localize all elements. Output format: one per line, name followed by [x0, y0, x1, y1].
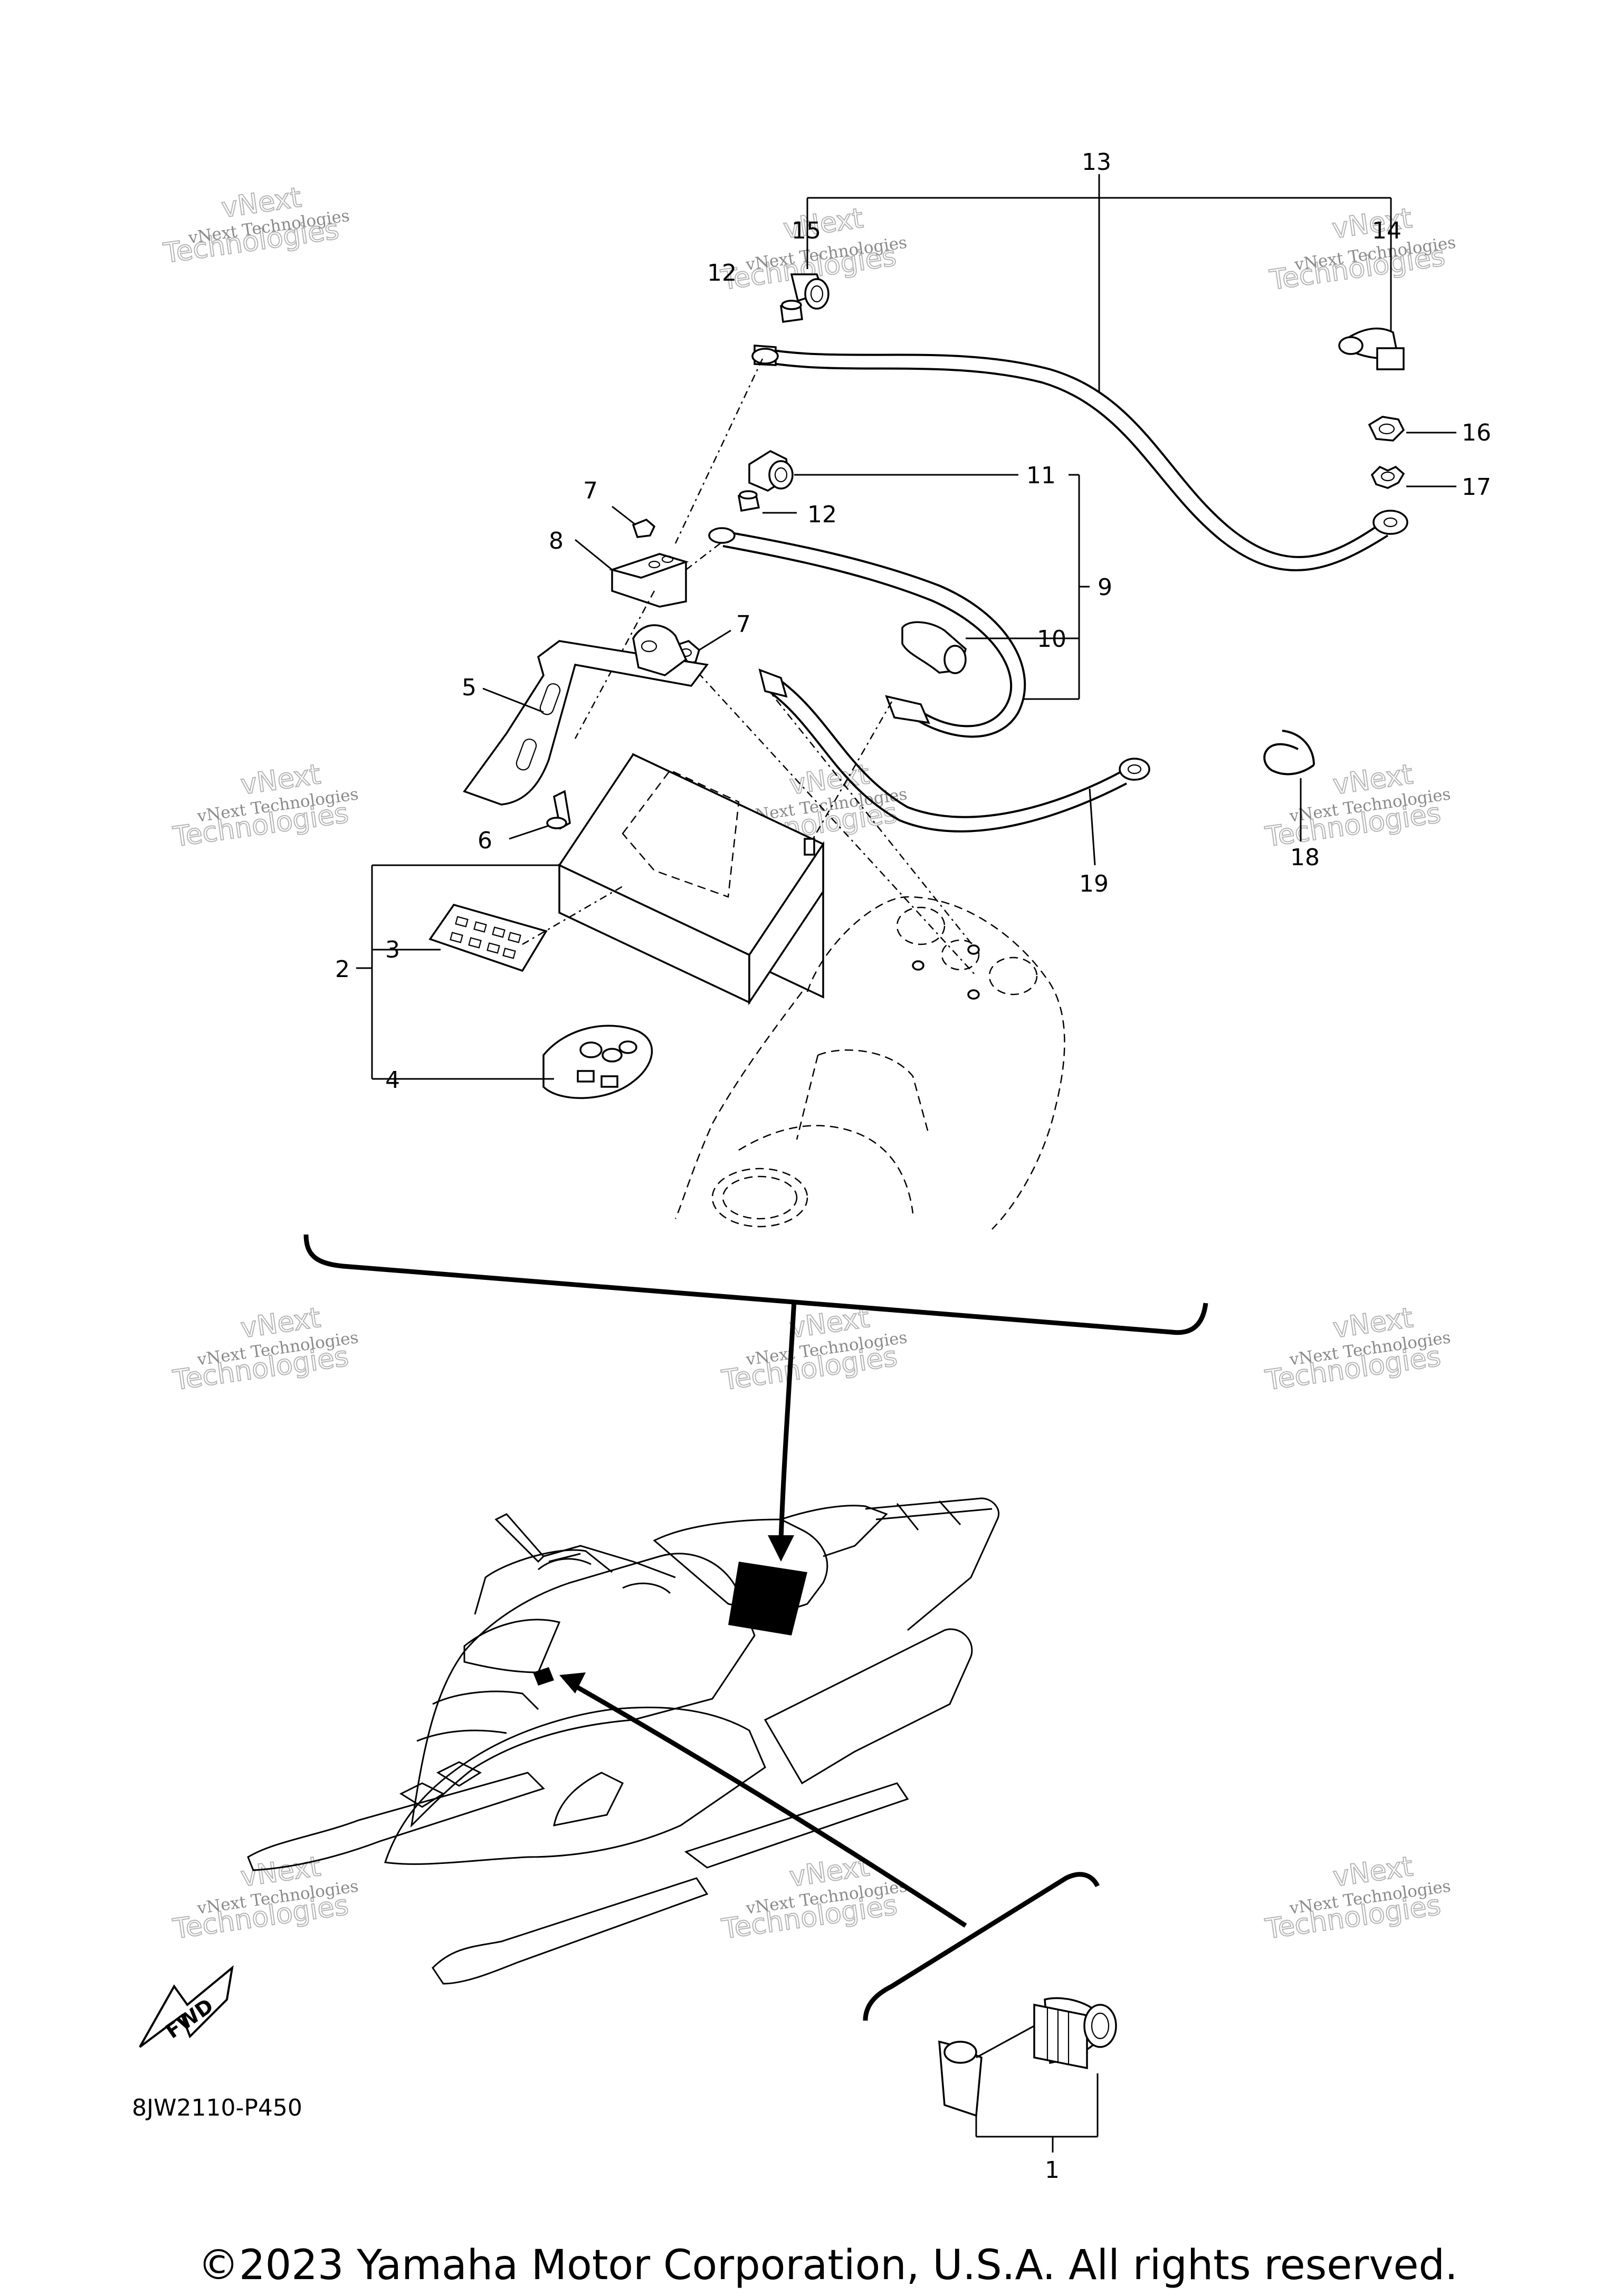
terminal-cap-15	[790, 248, 829, 310]
callout-8: 8	[549, 528, 564, 554]
callout-18: 18	[1290, 844, 1320, 871]
starter-relay-8	[575, 539, 689, 608]
fwd-arrow: FWD	[139, 1965, 234, 2048]
callout-labels: 13 15 14 12 16 17 11 12 7 8 9 7 10 5 6 1…	[335, 149, 1491, 1094]
bolt-7-upper	[612, 505, 656, 538]
watermark: Technologies vNext vNext Technologies	[170, 1302, 360, 1397]
callout-2-bracket	[356, 865, 404, 1080]
callout-7-lower: 7	[736, 611, 751, 638]
callout-1-bracket: 1	[975, 2073, 1099, 2184]
callout-11: 11	[1026, 462, 1056, 489]
callout-16: 16	[1462, 419, 1491, 446]
callout-7-upper: 7	[583, 477, 598, 504]
callout-9: 9	[1098, 574, 1112, 601]
callout-4: 4	[385, 1067, 400, 1094]
callout-13-bracket	[806, 174, 1392, 393]
watermark-group: Technologies vNext vNext Technologies Te…	[161, 181, 1457, 1946]
diagram-part-code: 8JW2110-P450	[132, 2094, 302, 2121]
watermark: Technologies vNext vNext Technologies	[719, 1850, 909, 1946]
callout-6: 6	[478, 827, 492, 854]
watermark: Technologies vNext vNext Technologies	[1263, 758, 1452, 854]
watermark: Technologies vNext vNext Technologies	[1267, 202, 1457, 297]
socket-detail-frame	[863, 1872, 1100, 2021]
callout-19: 19	[1079, 870, 1109, 897]
negative-cable-19	[758, 668, 1150, 866]
callout-2: 2	[335, 956, 350, 983]
callout-17: 17	[1462, 474, 1491, 501]
nut-12-lower	[737, 490, 797, 514]
battery-2	[372, 753, 825, 1006]
callout-14: 14	[1372, 217, 1401, 244]
watermark: Technologies vNext vNext Technologies	[1263, 1850, 1452, 1946]
location-pointer-socket	[559, 1672, 967, 1928]
battery-bracket-5	[463, 624, 709, 806]
battery-compartment-frame	[674, 896, 1065, 1230]
warning-label-3	[401, 885, 623, 972]
battery-location-marker	[728, 1562, 807, 1635]
callout-12-lower: 12	[807, 501, 837, 528]
lock-washer-17	[1370, 465, 1456, 489]
socket-location-marker	[533, 1667, 554, 1686]
watermark: Technologies vNext vNext Technologies	[161, 181, 351, 270]
callout-9-bracket	[966, 474, 1090, 700]
watermark: Technologies vNext vNext Technologies	[718, 202, 908, 297]
callout-12-upper: 12	[707, 260, 737, 286]
watermark: Technologies vNext vNext Technologies	[719, 1302, 909, 1397]
clamp-18	[1263, 730, 1315, 841]
location-pointer-battery	[768, 1300, 797, 1562]
nut-12-upper	[780, 300, 803, 323]
callout-3: 3	[385, 936, 400, 963]
callout-1: 1	[1045, 2157, 1060, 2184]
terminal-cap-11	[748, 449, 1018, 492]
ground-cable	[751, 345, 1408, 571]
accessory-socket-1	[938, 1997, 1117, 2117]
watermark: Technologies vNext vNext Technologies	[1263, 1302, 1452, 1397]
accessory-kit-4	[404, 1025, 653, 1099]
watermark: Technologies vNext vNext Technologies	[170, 1850, 360, 1946]
nut-16	[1368, 416, 1456, 442]
terminal-boot-10	[901, 621, 967, 674]
callout-15: 15	[792, 217, 821, 244]
callout-13: 13	[1082, 149, 1111, 176]
callout-5: 5	[462, 674, 476, 701]
callout-10: 10	[1037, 626, 1066, 653]
terminal-cap-14	[1338, 243, 1405, 370]
bolt-6	[509, 790, 571, 840]
detail-view-frame	[303, 1234, 1208, 1335]
copyright-notice: ©2023 Yamaha Motor Corporation, U.S.A. A…	[198, 2242, 1458, 2289]
watermark: Technologies vNext vNext Technologies	[170, 758, 360, 854]
positive-cable	[708, 527, 1026, 738]
